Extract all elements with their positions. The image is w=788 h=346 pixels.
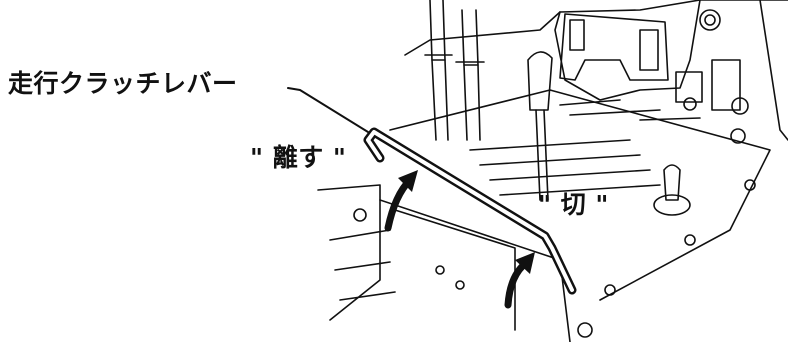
clutch-lever-bar-highlight (366, 130, 574, 292)
lever-shaft-left (431, 59, 449, 141)
gate-slots (469, 139, 661, 196)
gauge-window (639, 29, 659, 71)
bolt (435, 265, 445, 275)
frame-inner (394, 209, 516, 331)
bolt (455, 280, 465, 290)
key-knob-icon (699, 9, 721, 31)
switch-knob (731, 97, 749, 115)
switch-knob (730, 128, 746, 144)
lever-shaft-right (463, 64, 481, 141)
leader-line (287, 87, 369, 133)
frame-front (379, 199, 571, 343)
frame-left (317, 184, 381, 321)
arrow-head (515, 252, 535, 274)
gauge-window (569, 19, 585, 51)
bolt (353, 208, 367, 222)
deck-plate (389, 89, 771, 301)
joystick-grip (663, 164, 681, 201)
bolt (744, 179, 756, 191)
switch-knob (683, 97, 697, 111)
key-knob-center (704, 14, 716, 26)
gear-lever-shaft (535, 109, 549, 201)
switch-block (711, 59, 741, 111)
bolt (684, 234, 696, 246)
gear-lever-knob (527, 51, 553, 111)
arrow-head (398, 170, 418, 192)
switch-block (675, 71, 703, 103)
lever-grip-right (461, 9, 479, 66)
joystick-base (653, 194, 691, 216)
clutch-lever-label: 走行クラッチレバー (8, 69, 238, 98)
release-label: " 離す " (250, 143, 347, 172)
bolt (577, 322, 593, 338)
panel-upper-housing (554, 0, 701, 101)
lever-grip-left (429, 0, 446, 61)
lever-collars (424, 54, 485, 63)
frame-struts (329, 229, 396, 301)
panel-buttons (559, 99, 701, 121)
bolt (604, 284, 616, 296)
panel-right-edge (759, 0, 788, 141)
gauge-panel (559, 13, 669, 81)
off-label: " 切 " (538, 190, 609, 219)
